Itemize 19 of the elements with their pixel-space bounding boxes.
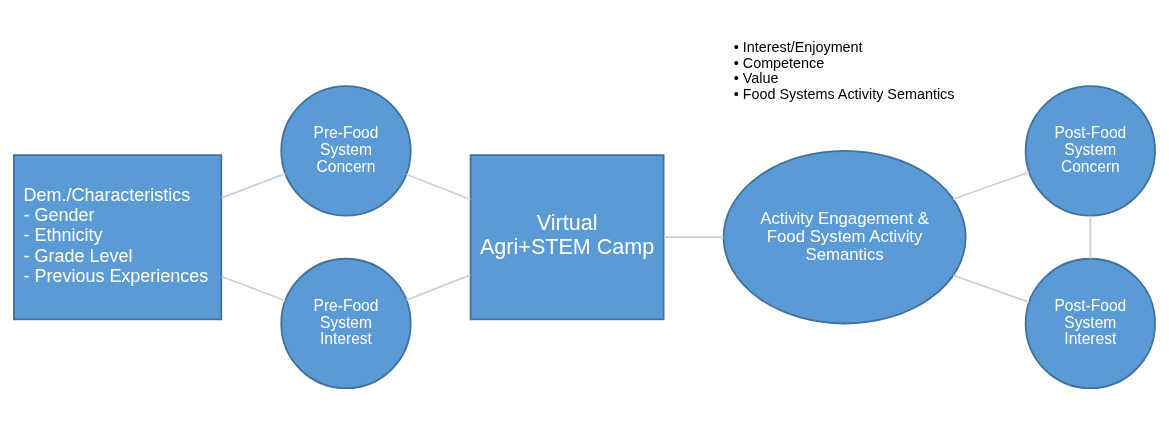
connector [1089, 214, 1092, 260]
connector [405, 273, 472, 302]
node-circle: Post-Food System Concern [1024, 85, 1156, 217]
node-circle: Post-Food System Interest [1024, 257, 1156, 390]
node-box: Virtual Agri+STEM Camp [469, 154, 665, 321]
label: • Interest/Enjoyment [733, 39, 863, 56]
node-ellipse: Activity Engagement & Food System Activity Semantics [722, 149, 967, 325]
node-box: Dem./Characteristics - Gender - Ethnicity - Grade Level - Previous Experiences [13, 154, 223, 321]
label: • Food Systems Activity Semantics [733, 85, 955, 102]
node-circle: Pre-Food System Concern [280, 85, 412, 217]
connector [220, 172, 287, 199]
connector [952, 171, 1030, 200]
label: • Competence [733, 54, 825, 71]
connector [405, 173, 472, 201]
connector [952, 274, 1030, 304]
connector [662, 236, 725, 239]
connector [220, 275, 287, 302]
label: • Value [733, 70, 779, 87]
node-circle: Pre-Food System Interest [280, 257, 412, 390]
